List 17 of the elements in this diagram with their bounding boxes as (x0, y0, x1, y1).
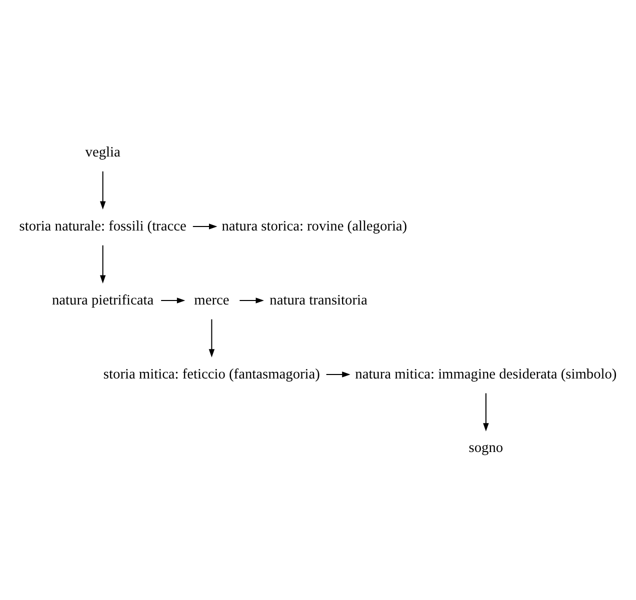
node-text: natura transitoria (270, 292, 368, 308)
arrow (483, 392, 489, 431)
node-text: sogno (468, 440, 504, 456)
arrow (326, 371, 350, 377)
arrow (161, 297, 186, 303)
node-text: storia naturale: fossili (tracce (19, 218, 186, 234)
arrow (240, 297, 264, 303)
node-text: storia mitica: feticcio (fantasmagoria) (103, 366, 320, 382)
node-text: natura mitica: immagine desiderata (simbolo) (355, 366, 617, 382)
node-text: veglia (85, 144, 120, 160)
node-text: merce (194, 292, 230, 308)
arrow (208, 318, 215, 357)
node-text: natura pietrificata (52, 292, 154, 308)
arrow (100, 244, 106, 283)
arrow (192, 223, 218, 229)
node-text: natura storica: rovine (allegoria) (222, 218, 408, 234)
arrow (100, 170, 106, 210)
